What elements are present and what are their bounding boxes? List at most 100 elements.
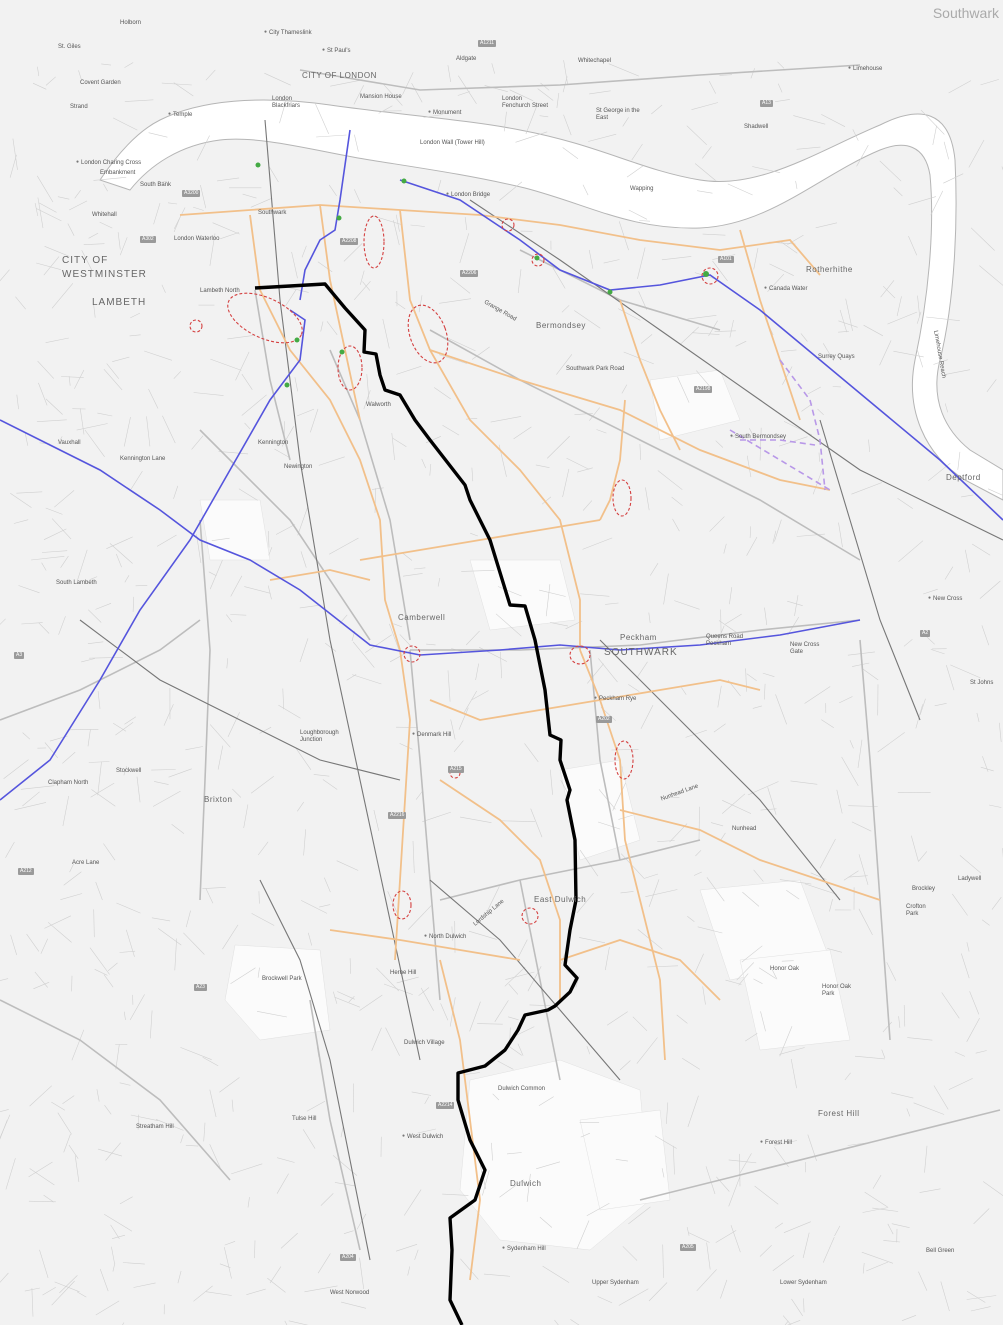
place-label-london-waterloo: London Waterloo	[174, 236, 219, 242]
road-label-a2216: A2216	[388, 812, 406, 819]
place-label-denmark-hill: Denmark Hill	[412, 732, 451, 738]
road-label-a2208: A2208	[340, 238, 358, 245]
station-marker-south-bermondsey	[535, 256, 540, 261]
place-label-upper-sydenham: Upper Sydenham	[592, 1280, 639, 1286]
place-label-kennington-lane: Kennington Lane	[120, 456, 165, 462]
road-label-a101: A101	[718, 256, 734, 263]
place-label-southwark-stn: Southwark	[258, 210, 286, 216]
station-marker-bermondsey	[608, 290, 613, 295]
place-label-new-cross: New Cross	[928, 596, 962, 602]
borough-label-city-london: CITY OF LONDON	[302, 72, 377, 80]
road-label-a202: A202	[596, 716, 612, 723]
place-label-south-lambeth: South Lambeth	[56, 580, 97, 586]
place-label-bell-green: Bell Green	[926, 1248, 954, 1254]
place-label-temple: Temple	[168, 112, 192, 118]
place-label-acre-lane: Acre Lane	[72, 860, 99, 866]
place-label-west-dulwich: West Dulwich	[402, 1134, 443, 1140]
place-label-covent-garden: Covent Garden	[80, 80, 121, 86]
place-label-lower-sydenham: Lower Sydenham	[780, 1280, 827, 1286]
place-label-whitechapel: Whitechapel	[578, 58, 611, 64]
place-label-forest-hill: Forest Hill	[818, 1110, 860, 1118]
station-marker-kennington	[285, 383, 290, 388]
place-label-embankment: Embankment	[100, 170, 135, 176]
road-label-a215: A215	[448, 766, 464, 773]
place-label-lambeth-north: Lambeth North	[200, 288, 240, 294]
borough-label-southwark: SOUTHWARK	[604, 648, 678, 658]
station-marker-lambeth-north	[295, 338, 300, 343]
place-label-south-bermondsey: South Bermondsey	[730, 434, 786, 440]
place-label-st-george: St George in the East	[596, 108, 640, 122]
place-label-st-giles: St. Giles	[58, 44, 81, 50]
place-label-holborn: Holborn	[120, 20, 141, 26]
place-label-east-dulwich: East Dulwich	[534, 896, 586, 904]
road-label-a3: A3	[14, 652, 24, 659]
place-label-stockwell: Stockwell	[116, 768, 141, 774]
place-label-southwark-park-road: Southwark Park Road	[566, 366, 624, 372]
place-label-vauxhall: Vauxhall	[58, 440, 81, 446]
place-label-south-bank: South Bank	[140, 182, 171, 188]
road-label-a205: A205	[680, 1244, 696, 1251]
place-label-dulwich-village: Dulwich Village	[404, 1040, 445, 1046]
station-marker-borough	[337, 216, 342, 221]
place-label-herne-hill: Herne Hill	[390, 970, 416, 976]
place-label-monument: Monument	[428, 110, 461, 116]
place-label-london-fenchurch: London Fenchurch Street	[502, 96, 552, 110]
road-label-a1211: A1211	[478, 40, 496, 47]
place-label-wapping: Wapping	[630, 186, 653, 192]
place-label-forest-hill-stn: Forest Hill	[760, 1140, 792, 1146]
road-label-a2214: A2214	[436, 1102, 454, 1109]
park-kennington	[200, 500, 270, 560]
road-label-a302: A302	[140, 236, 156, 243]
station-marker-southwark	[256, 163, 261, 168]
place-label-tulse-hill: Tulse Hill	[292, 1116, 316, 1122]
place-label-new-cross-gate: New Cross Gate	[790, 642, 820, 656]
place-label-nunhead: Nunhead	[732, 826, 756, 832]
place-label-bermondsey: Bermondsey	[536, 322, 586, 330]
place-label-clapham-north: Clapham North	[48, 780, 88, 786]
place-label-london-blackfriars: London Blackfriars	[272, 96, 316, 110]
place-label-limehouse: Limehouse	[848, 66, 882, 72]
road-label-a23: A23	[194, 984, 207, 991]
park-honor-oak	[740, 950, 850, 1050]
station-marker-london-bridge	[402, 179, 407, 184]
place-label-kennington: Kennington	[258, 440, 288, 446]
place-label-peckham: Peckham	[620, 634, 657, 642]
road-label-a3200: A3200	[182, 190, 200, 197]
place-label-ladywell: Ladywell	[958, 876, 981, 882]
road-label-a13: A13	[760, 100, 773, 107]
place-label-surrey-quays: Surrey Quays	[818, 354, 855, 360]
station-marker-elephant	[340, 350, 345, 355]
place-label-honor-oak-park: Honor Oak Park	[822, 984, 852, 998]
place-label-sydenham-hill: Sydenham Hill	[502, 1246, 546, 1252]
station-marker-canada-water	[703, 271, 709, 277]
place-label-st-pauls: St Paul's	[322, 48, 351, 54]
place-label-london-bridge: London Bridge	[446, 192, 490, 198]
place-label-st-johns: St Johns	[970, 680, 993, 686]
place-label-tower-of-london: London Wall (Tower Hill)	[420, 140, 485, 146]
place-label-dulwich: Dulwich	[510, 1180, 542, 1188]
place-label-london-charing-cross: London Charing Cross	[76, 160, 141, 166]
place-label-mansion-house: Mansion House	[360, 94, 402, 100]
road-label-a212: A212	[18, 868, 34, 875]
borough-label-lambeth: LAMBETH	[92, 298, 146, 308]
place-label-brockley: Brockley	[912, 886, 935, 892]
place-label-brixton: Brixton	[204, 796, 232, 804]
place-label-crofton-park: Crofton Park	[906, 904, 936, 918]
place-label-streatham-hill: Streatham Hill	[136, 1124, 174, 1130]
place-label-dulwich-common: Dulwich Common	[498, 1086, 545, 1092]
place-label-loughborough-jn: Loughborough Junction	[300, 730, 344, 744]
place-label-brockwell-park: Brockwell Park	[262, 976, 302, 982]
place-label-west-norwood: West Norwood	[330, 1290, 369, 1296]
place-label-camberwell: Camberwell	[398, 614, 445, 622]
place-label-deptford: Deptford	[946, 474, 981, 482]
place-label-rotherhithe: Rotherhithe	[806, 266, 853, 274]
place-label-whitehall: Whitehall	[92, 212, 117, 218]
place-label-strand: Strand	[70, 104, 88, 110]
borough-label-city-westminster: CITY OF WESTMINSTER	[62, 254, 152, 282]
place-label-canada-water: Canada Water	[764, 286, 808, 292]
place-label-queens-road-peckham: Queens Road Peckham	[706, 634, 746, 648]
place-label-newington: Newington	[284, 464, 312, 470]
road-label-a2206: A2206	[460, 270, 478, 277]
place-label-walworth: Walworth	[366, 402, 391, 408]
